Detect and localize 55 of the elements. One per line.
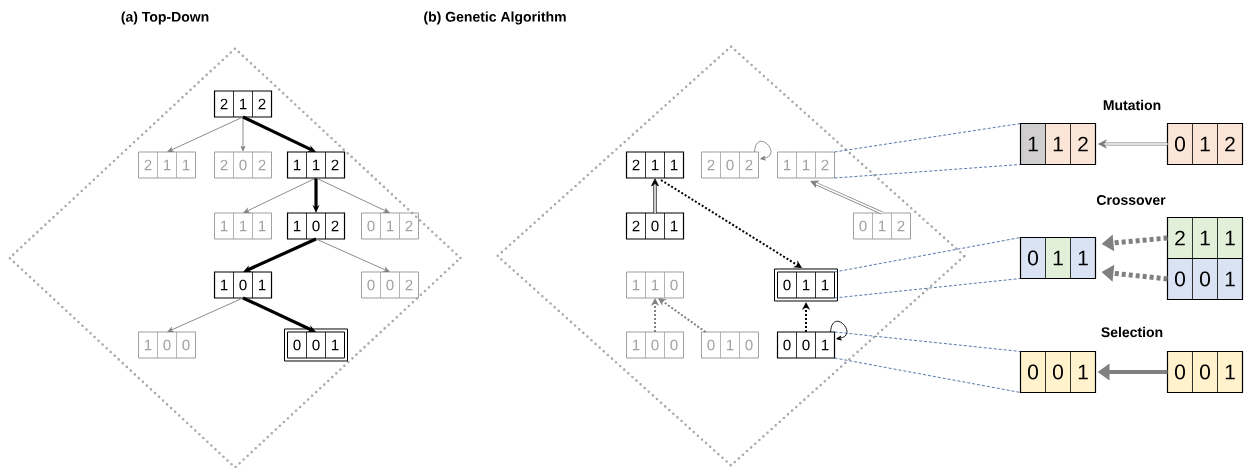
digit-box: 0 1 2 bbox=[361, 212, 419, 240]
arrow bbox=[810, 180, 883, 215]
digit-box: 0 0 2 bbox=[361, 271, 419, 299]
digit-box: 0 1 2 bbox=[1166, 122, 1244, 166]
digit-box: 2 1 1 bbox=[1166, 216, 1244, 260]
arrow bbox=[167, 297, 244, 332]
digit-box: 0 1 1 bbox=[1019, 236, 1097, 280]
digit-box: 0 1 0 bbox=[701, 331, 759, 359]
arrow bbox=[658, 298, 707, 333]
digit-box: 2 0 2 bbox=[214, 151, 272, 179]
arrow bbox=[240, 116, 246, 152]
digit-box: 2 1 1 bbox=[625, 151, 685, 179]
digit-box: 1 0 2 bbox=[286, 212, 346, 240]
digit-box: 0 0 1 bbox=[776, 331, 836, 359]
arrow bbox=[315, 238, 390, 272]
digit-box: 0 1 1 bbox=[774, 268, 838, 302]
zoom-line bbox=[834, 278, 1021, 299]
digit-box: 1 1 1 bbox=[214, 212, 272, 240]
digit-box: 0 0 1 bbox=[1166, 257, 1244, 301]
digit-box: 1 0 1 bbox=[213, 271, 273, 299]
digit-box: 0 0 1 bbox=[1166, 350, 1244, 394]
digit-box: 0 0 1 bbox=[284, 328, 348, 362]
digit-box: 1 0 0 bbox=[626, 331, 684, 359]
loop-arrow bbox=[830, 320, 848, 341]
arrow bbox=[1098, 139, 1169, 149]
section-heading: Selection bbox=[1101, 326, 1163, 338]
arrow bbox=[315, 177, 390, 213]
section-heading: Mutation bbox=[1103, 99, 1161, 111]
zoom-line bbox=[834, 123, 1021, 153]
digit-box: 1 0 0 bbox=[138, 331, 196, 359]
arrow bbox=[167, 116, 244, 152]
digit-box: 1 1 2 bbox=[286, 151, 346, 179]
loop-arrow bbox=[754, 140, 772, 161]
digit-box: 2 1 1 bbox=[138, 151, 196, 179]
arrow bbox=[243, 237, 317, 272]
zoom-line bbox=[834, 237, 1021, 273]
arrow bbox=[242, 296, 316, 332]
digit-box: 1 1 2 bbox=[1019, 122, 1097, 166]
digit-box: 0 1 2 bbox=[853, 212, 911, 240]
arrow bbox=[243, 177, 317, 213]
zoom-line bbox=[834, 331, 1021, 352]
digit-box: 2 0 1 bbox=[625, 212, 685, 240]
digit-box: 1 1 0 bbox=[626, 271, 684, 299]
digit-box: 1 1 2 bbox=[777, 151, 835, 179]
arrow bbox=[651, 178, 659, 214]
arrow bbox=[242, 115, 316, 152]
node-label: (a) Top-Down bbox=[121, 11, 209, 25]
digit-box: 0 0 1 bbox=[1019, 350, 1097, 394]
section-heading: Crossover bbox=[1096, 195, 1166, 205]
digit-box: 2 0 2 bbox=[701, 151, 759, 179]
zoom-line bbox=[834, 357, 1021, 393]
arrow bbox=[660, 179, 802, 268]
digit-box: 2 1 2 bbox=[213, 90, 273, 118]
zoom-line bbox=[834, 164, 1021, 179]
node-label: (b) Genetic Algorithm bbox=[424, 11, 566, 25]
